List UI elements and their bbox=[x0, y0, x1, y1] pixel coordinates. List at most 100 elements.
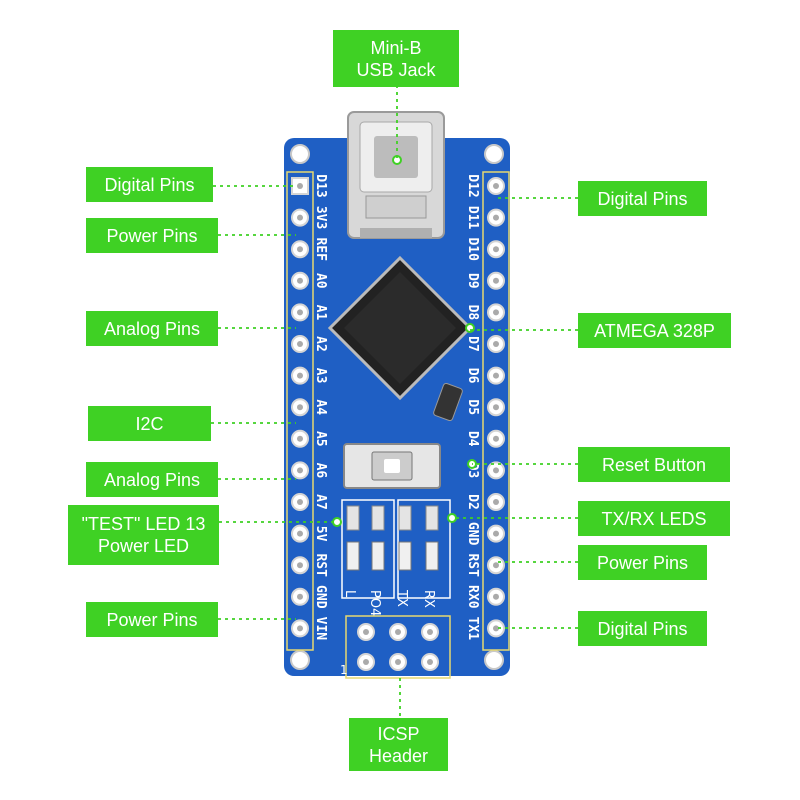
pin-hole bbox=[297, 467, 303, 474]
icsp-pin-hole bbox=[363, 659, 369, 665]
pin-label-a1: A1 bbox=[313, 305, 328, 321]
pin-hole bbox=[297, 277, 303, 284]
icsp-pin-hole bbox=[363, 629, 369, 635]
pin-hole bbox=[493, 341, 499, 347]
led-tx bbox=[398, 541, 412, 571]
pin-hole bbox=[297, 246, 303, 253]
atmega-chip bbox=[327, 255, 473, 401]
mount-hole-icon bbox=[484, 144, 504, 164]
pin-hole bbox=[297, 625, 303, 632]
pin-hole bbox=[297, 183, 303, 189]
right-header-outline bbox=[482, 171, 510, 651]
pin-label-a5: A5 bbox=[313, 431, 328, 447]
callout-point-txrx bbox=[447, 513, 457, 523]
pin-label-rst: RST bbox=[465, 553, 480, 577]
pin-label-d11: D11 bbox=[465, 206, 480, 230]
icsp-outline bbox=[345, 615, 451, 679]
led-group bbox=[346, 505, 439, 571]
pin-label-vin: VIN bbox=[313, 617, 328, 641]
pin-label-d4: D4 bbox=[465, 431, 480, 447]
pin-label-a4: A4 bbox=[313, 399, 328, 415]
pin-hole bbox=[493, 625, 499, 632]
pin-hole bbox=[493, 277, 499, 284]
callout-analog-pins-left-bottom: Analog Pins bbox=[86, 462, 218, 497]
icsp-pin-hole bbox=[427, 629, 433, 635]
pin-label-d2: D2 bbox=[465, 494, 480, 510]
callout-i2c: I2C bbox=[88, 406, 211, 441]
pin-label-d12: D12 bbox=[465, 174, 480, 197]
crystal bbox=[433, 382, 463, 422]
led-block-right bbox=[397, 499, 451, 599]
pin-label-5v: 5V bbox=[313, 526, 328, 542]
pin-hole bbox=[493, 530, 499, 537]
pin-label-d8: D8 bbox=[465, 305, 480, 321]
callout-digital-pins-right-bottom: Digital Pins bbox=[578, 611, 707, 646]
callout-usb-jack: Mini-B USB Jack bbox=[333, 30, 459, 87]
pin-hole bbox=[297, 309, 303, 316]
pin-label-a6: A6 bbox=[313, 463, 328, 479]
callout-icsp-header: ICSP Header bbox=[349, 718, 448, 771]
pin-hole bbox=[297, 435, 303, 442]
callout-analog-pins-left-top: Analog Pins bbox=[86, 311, 218, 346]
pin-label-a7: A7 bbox=[313, 494, 328, 510]
pin-label-rx0: RX0 bbox=[465, 585, 480, 609]
pin-label-rst: RST bbox=[313, 553, 328, 577]
resistor bbox=[346, 505, 360, 531]
led-l bbox=[346, 541, 360, 571]
icsp-pin-hole bbox=[395, 659, 401, 665]
led-label-rx: RX bbox=[421, 590, 436, 608]
pin-hole bbox=[297, 214, 303, 221]
pin-hole bbox=[297, 372, 303, 379]
pin-hole bbox=[493, 593, 499, 600]
icsp-pin-hole bbox=[427, 659, 433, 665]
callout-digital-pins-right-top: Digital Pins bbox=[578, 181, 707, 216]
pin-label-a2: A2 bbox=[313, 336, 328, 352]
led-label-tx: TX bbox=[394, 589, 409, 607]
pin-hole bbox=[493, 372, 499, 379]
callout-power-pins-left-bottom: Power Pins bbox=[86, 602, 218, 637]
pin-label-gnd: GND bbox=[313, 585, 328, 609]
led-label-po4: PO4 bbox=[367, 590, 382, 616]
mount-hole-icon bbox=[484, 650, 504, 670]
pin-label-d7: D7 bbox=[465, 336, 480, 352]
pin-hole bbox=[297, 341, 303, 347]
icsp-pin-hole bbox=[395, 629, 401, 635]
pin-hole bbox=[493, 499, 499, 505]
pin-hole bbox=[297, 404, 303, 411]
pin-label-gnd: GND bbox=[465, 522, 480, 546]
pin-label-d13: D13 bbox=[313, 174, 328, 197]
callout-txrx-leds: TX/RX LEDS bbox=[578, 501, 730, 536]
resistor bbox=[371, 505, 385, 531]
left-header-outline bbox=[286, 171, 314, 651]
pin-hole bbox=[493, 435, 499, 442]
pin-label-ref: REF bbox=[313, 237, 328, 261]
pin-label-a0: A0 bbox=[313, 273, 328, 289]
pin-hole bbox=[493, 562, 499, 569]
callout-point-test-led bbox=[332, 517, 342, 527]
pin-label-d6: D6 bbox=[465, 368, 480, 384]
usb-jack bbox=[347, 111, 445, 239]
pin-hole bbox=[493, 404, 499, 411]
reset-button bbox=[343, 443, 441, 489]
pin-label-tx1: TX1 bbox=[465, 617, 480, 641]
resistor bbox=[425, 505, 439, 531]
callout-digital-pins-left: Digital Pins bbox=[86, 167, 213, 202]
pin-hole bbox=[493, 214, 499, 221]
pin-hole bbox=[297, 499, 303, 505]
pin-hole bbox=[493, 183, 499, 189]
led-block-left bbox=[341, 499, 395, 599]
pin-label-a3: A3 bbox=[313, 368, 328, 384]
callout-power-pins-right: Power Pins bbox=[578, 545, 707, 580]
icsp-pins bbox=[357, 623, 439, 671]
pin-hole bbox=[493, 309, 499, 316]
pin-label-3v3: 3V3 bbox=[313, 206, 328, 229]
resistor bbox=[398, 505, 412, 531]
pin-hole bbox=[297, 562, 303, 569]
pcb bbox=[284, 138, 510, 676]
mount-hole-icon bbox=[290, 144, 310, 164]
callout-power-pins-left-top: Power Pins bbox=[86, 218, 218, 253]
callout-atmega: ATMEGA 328P bbox=[578, 313, 731, 348]
pin-hole bbox=[297, 593, 303, 600]
